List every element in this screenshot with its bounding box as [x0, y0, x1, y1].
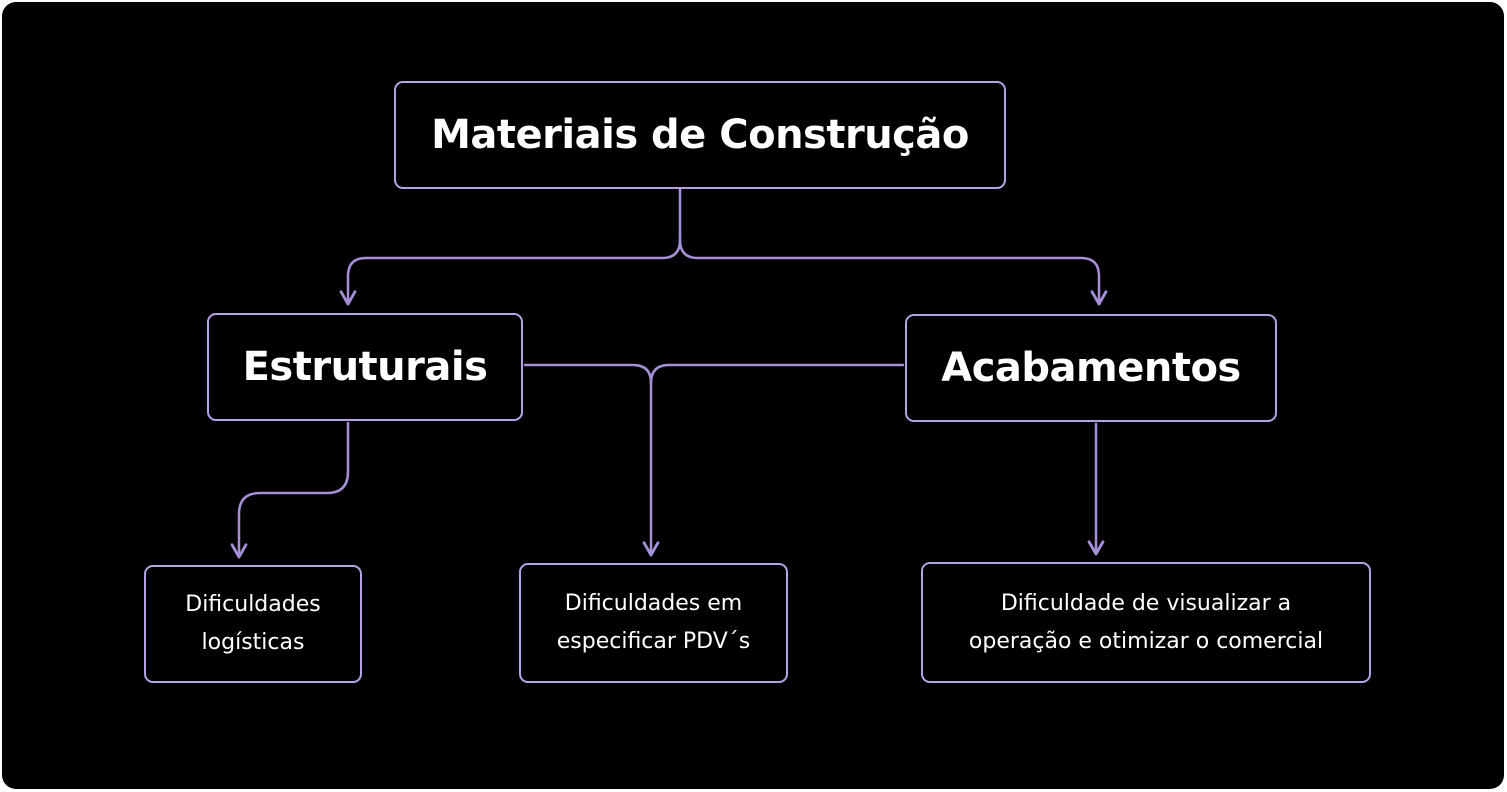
connector-acabamentos-to-pdv	[642, 363, 905, 557]
category-label: Acabamentos	[941, 345, 1241, 391]
leaf-line: operação e otimizar o comercial	[968, 628, 1324, 654]
root-node-label: Materiais de Construção	[431, 112, 969, 158]
leaf-line: especificar PDV´s	[556, 629, 751, 654]
connector-title-to-estruturais	[339, 187, 682, 306]
category-node-acabamentos: Acabamentos	[905, 314, 1277, 422]
category-node-estruturais: Estruturais	[207, 313, 523, 421]
leaf-line: Dificuldades	[185, 592, 321, 617]
category-label: Estruturais	[242, 344, 488, 390]
leaf-line: Dificuldade de visualizar a	[1000, 590, 1292, 616]
leaf-node-especificar-pdv: Dificuldades em especificar PDV´s	[519, 563, 788, 683]
root-node: Materiais de Construção	[394, 81, 1006, 189]
connector-estruturais-to-pdv	[523, 363, 653, 385]
leaf-node-visualizar-operacao: Dificuldade de visualizar a operação e o…	[921, 562, 1371, 683]
leaf-line: logísticas	[201, 630, 305, 655]
leaf-node-logisticas: Dificuldades logísticas	[144, 565, 362, 683]
connector-estruturais-to-logisticas	[230, 421, 350, 559]
connector-title-to-acabamentos	[678, 238, 1108, 306]
leaf-line: Dificuldades em	[564, 591, 743, 616]
